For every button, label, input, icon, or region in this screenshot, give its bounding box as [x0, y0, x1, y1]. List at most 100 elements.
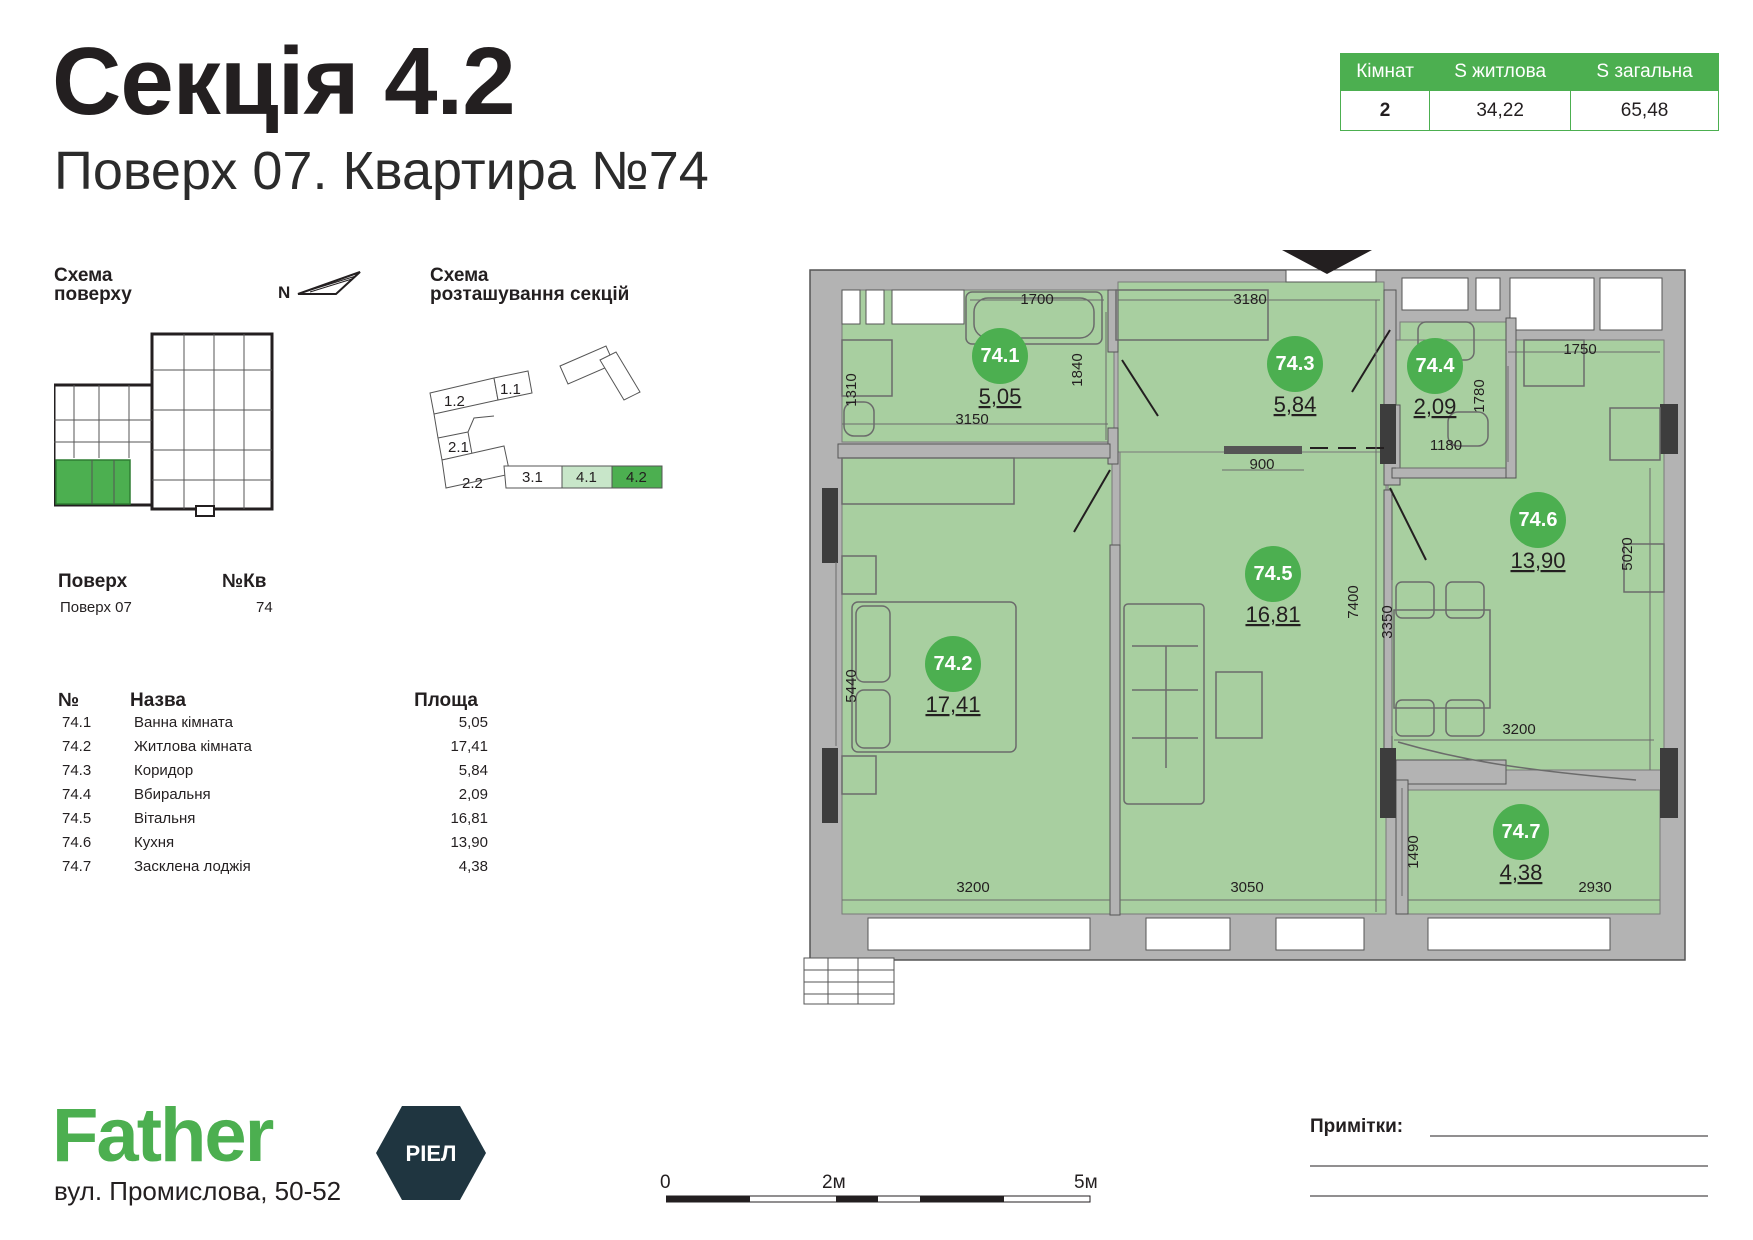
rooms-table: № Назва Площа 74.1 Ванна кімната 5,05 74.2… [56, 690, 488, 882]
rooms-table-row: 74.1 Ванна кімната 5,05 [56, 714, 488, 738]
dimension-label: 3150 [955, 411, 988, 428]
room-area: 5,05 [458, 714, 488, 731]
room-74-1-number: 74.1 [981, 345, 1020, 367]
section-scheme-label: Схема розташування секцій [430, 266, 629, 304]
room-no: 74.4 [62, 786, 92, 803]
address: вул. Промислова, 50-52 [54, 1176, 342, 1206]
room-area: 13,90 [450, 834, 488, 851]
room-74-6-area: 13,90 [1510, 548, 1565, 573]
rooms-table-row: 74.7 Засклена лоджія 4,38 [56, 858, 488, 882]
room-no: 74.2 [62, 738, 92, 755]
dimension-label: 1180 [1430, 437, 1462, 454]
section-scheme-map: 1.2 1.1 2.1 2.2 3.1 4.1 4.2 [429, 345, 663, 492]
rooms-table-row: 74.6 Кухня 13,90 [56, 834, 488, 858]
room-name: Засклена лоджія [134, 858, 251, 875]
room-74-6-number: 74.6 [1519, 509, 1558, 531]
room-74-1-area: 5,05 [979, 384, 1022, 409]
brand-logo-text: Father [52, 1093, 274, 1178]
brand-badge-text: РІЕЛ [406, 1141, 457, 1166]
room-area: 2,09 [458, 786, 488, 803]
scale-label-0: 0 [660, 1172, 671, 1193]
room-area: 4,38 [458, 858, 488, 875]
dimension-label: 3180 [1233, 291, 1266, 308]
dimension-label: 2930 [1578, 879, 1611, 896]
room-74-2-number: 74.2 [934, 653, 973, 675]
page-title: Секція 4.2 [52, 28, 516, 135]
rooms-header-no: № [58, 690, 80, 711]
section-label-3-1: 3.1 [522, 469, 543, 486]
room-no: 74.7 [62, 858, 92, 875]
section-scheme-label-line1: Схема [430, 265, 489, 286]
dimension-label: 1840 [1069, 353, 1086, 386]
room-no: 74.3 [62, 762, 92, 779]
room-area: 16,81 [450, 810, 488, 827]
room-area: 17,41 [450, 738, 488, 755]
north-arrow-icon [297, 271, 361, 295]
apt-header: №Кв [222, 571, 267, 592]
room-74-5-area: 16,81 [1245, 602, 1300, 627]
dimension-label: 5440 [843, 669, 860, 702]
summary-living-area-value: 34,22 [1429, 90, 1572, 131]
room-no: 74.1 [62, 714, 92, 731]
rooms-table-header: № Назва Площа [56, 690, 488, 714]
dimension-label: 3200 [956, 879, 989, 896]
room-74-7-area: 4,38 [1500, 860, 1543, 885]
rooms-header-name: Назва [130, 690, 186, 711]
summary-total-area-value: 65,48 [1570, 90, 1719, 131]
entrance-arrow-icon [1282, 250, 1372, 274]
dimension-label: 1780 [1471, 379, 1488, 412]
summary-rooms-value: 2 [1339, 90, 1431, 131]
room-74-5-number: 74.5 [1254, 563, 1293, 585]
summary-table: Кімнат S житлова S загальна 2 34,22 65,4… [1339, 53, 1719, 131]
room-no: 74.6 [62, 834, 92, 851]
room-74-6-fill [1387, 339, 1665, 771]
dimension-label: 1490 [1405, 835, 1422, 868]
section-scheme-label-line2: розташування секцій [430, 284, 630, 305]
rooms-table-row: 74.4 Вбиральня 2,09 [56, 786, 488, 810]
room-area: 5,84 [458, 762, 488, 779]
north-label: N [278, 283, 291, 302]
section-label-1-1: 1.1 [500, 381, 521, 398]
section-label-2-1: 2.1 [448, 439, 469, 456]
dimension-label: 7400 [1345, 585, 1362, 618]
dimension-label: 3200 [1502, 721, 1535, 738]
room-74-4-area: 2,09 [1414, 394, 1457, 419]
dimension-label: 1750 [1563, 341, 1596, 358]
scale-label-2m: 2м [822, 1172, 846, 1193]
room-74-3-number: 74.3 [1276, 353, 1315, 375]
floor-scheme-label-line2: поверху [54, 284, 132, 305]
summary-header-living-area: S житлова [1429, 53, 1572, 91]
room-74-3-area: 5,84 [1274, 392, 1317, 417]
notes-lines [1310, 1135, 1708, 1197]
room-name: Кухня [134, 834, 175, 851]
dimension-label: 1700 [1020, 291, 1053, 308]
room-name: Житлова кімната [134, 738, 252, 755]
section-label-4-2: 4.2 [626, 469, 647, 486]
section-label-2-2: 2.2 [462, 475, 483, 492]
section-label-4-1: 4.1 [576, 469, 597, 486]
scale-bar [666, 1195, 1091, 1203]
notes-label: Примітки: [1310, 1116, 1404, 1137]
section-label-1-2: 1.2 [444, 393, 465, 410]
floor-value: Поверх 07 [60, 599, 132, 616]
dimension-label: 3350 [1379, 605, 1396, 638]
room-no: 74.5 [62, 810, 92, 827]
scale-label-5m: 5м [1074, 1172, 1098, 1193]
dimension-label: 3050 [1230, 879, 1263, 896]
floor-scheme-label-line1: Схема [54, 265, 113, 286]
dimension-label: 5020 [1619, 537, 1636, 570]
room-name: Вбиральня [134, 786, 211, 803]
room-name: Ванна кімната [134, 714, 233, 731]
floor-scheme-map [54, 332, 274, 517]
page-subtitle: Поверх 07. Квартира №74 [54, 141, 709, 201]
brand-badge-icon: РІЕЛ [376, 1106, 486, 1200]
room-74-4-number: 74.4 [1416, 355, 1456, 377]
room-74-5-fill [1119, 451, 1387, 915]
summary-header-rooms: Кімнат [1339, 53, 1431, 91]
floor-header: Поверх [58, 571, 128, 592]
rooms-table-row: 74.2 Житлова кімната 17,41 [56, 738, 488, 762]
floor-scheme-label: Схема поверху [54, 266, 132, 304]
room-74-2-fill [841, 457, 1113, 915]
